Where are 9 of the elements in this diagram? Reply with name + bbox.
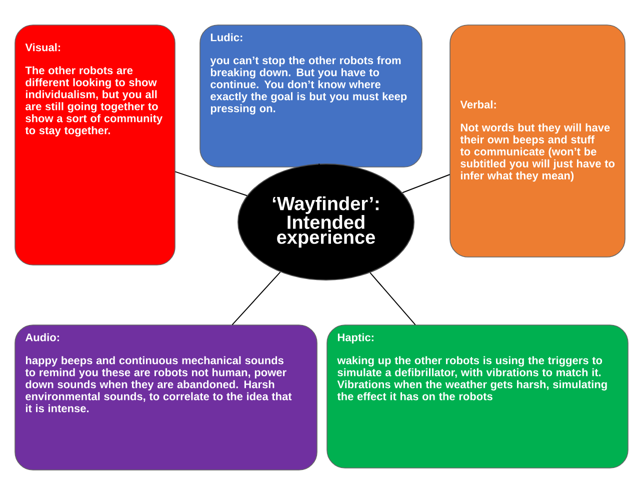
category-box: Audio: happy beeps and continuous mechanical sounds to remind you these are robots not human, power down sounds when they are abandoned. Harsh environmental sounds, to correlate to the idea that it is intense.: [14, 324, 318, 470]
category-box: Verbal: Not words but they will have their own beeps and stuff to communicate (won’t be subtitled you will just have to infer what they mean): [450, 24, 626, 258]
category-box: Haptic: waking up the other robots is using the triggers to simulate a defibrillator, with vibrations to match it. Vibrations when the weather gets harsh, simulating the effect it has on the robots: [326, 324, 628, 468]
connector-line: [370, 272, 416, 326]
category-box: Ludic: you can’t stop the other robots from breaking down. But you have to continue. You don’t know where exactly the goal is but you must keep pressing on.: [200, 24, 422, 168]
category-box: Visual: The other robots are different looking to show individualism, but you all are still going together to show a sort of community to stay together.: [14, 24, 176, 266]
connector-line: [232, 272, 281, 326]
connector-line: [174, 171, 248, 196]
connector-line: [402, 174, 450, 194]
